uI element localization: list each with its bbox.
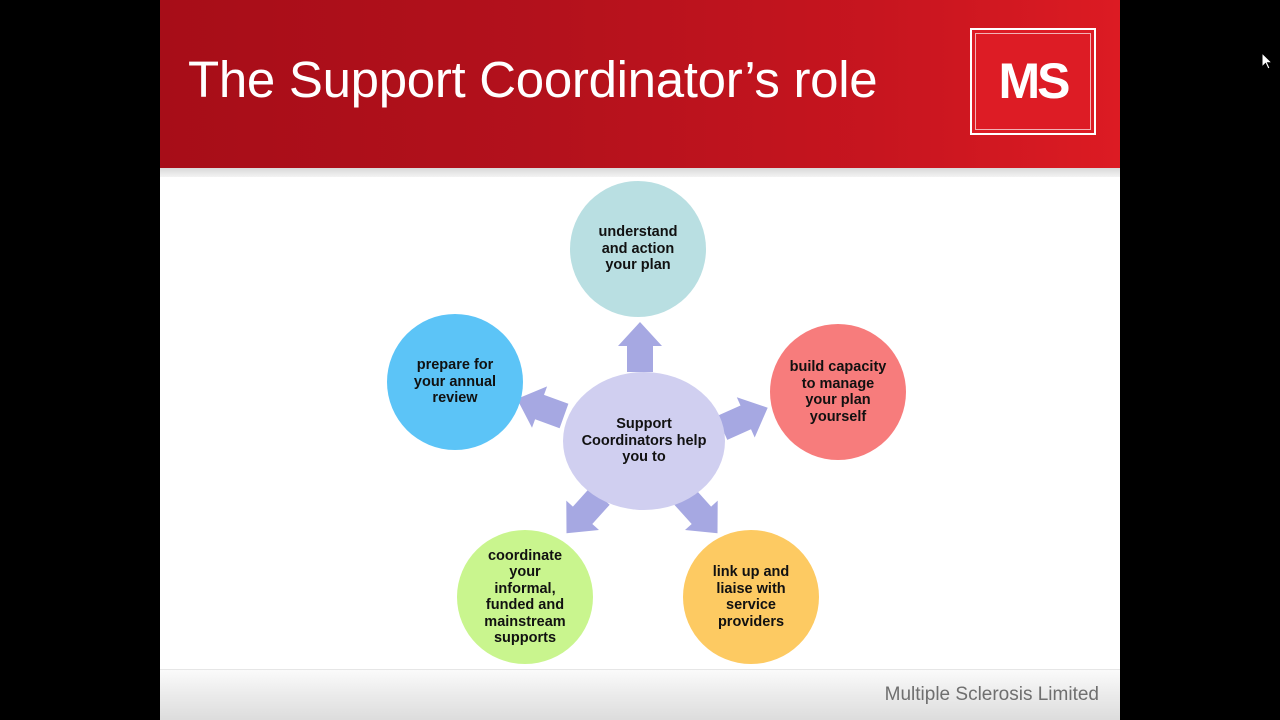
node-understand-plan: understand and action your plan: [570, 181, 706, 317]
arrows-layer: [517, 322, 768, 534]
node-label: build capacity to manage your plan yours…: [789, 359, 887, 425]
center-circle: Support Coordinators help you to: [563, 372, 725, 510]
header-divider: [160, 168, 1120, 177]
arrow-to-build: [716, 397, 768, 440]
ms-logo: MS: [970, 28, 1096, 135]
ms-logo-text: MS: [998, 53, 1071, 109]
node-label: link up and liaise with service provider…: [712, 564, 790, 630]
node-label: prepare for your annual review: [413, 357, 497, 407]
footer-organisation: Multiple Sclerosis Limited: [884, 684, 1099, 705]
arrow-to-understand: [618, 322, 662, 372]
slide-footer: Multiple Sclerosis Limited: [160, 669, 1120, 720]
center-circle-label: Support Coordinators help you to: [581, 416, 707, 466]
slide: The Support Coordinator’s role MS Suppor…: [160, 0, 1120, 720]
node-label: coordinate your informal, funded and mai…: [484, 547, 566, 647]
slide-header: The Support Coordinator’s role MS: [160, 0, 1120, 168]
node-coordinate-supports: coordinate your informal, funded and mai…: [457, 530, 593, 664]
node-build-capacity: build capacity to manage your plan yours…: [770, 324, 906, 460]
ms-logo-frame: [975, 33, 1091, 130]
arrow-to-prepare: [517, 386, 569, 429]
support-coordinator-diagram: Support Coordinators help you to underst…: [160, 0, 1120, 720]
node-prepare-review: prepare for your annual review: [387, 314, 523, 450]
node-link-up: link up and liaise with service provider…: [683, 530, 819, 664]
mouse-pointer-icon: [1261, 52, 1273, 70]
slide-title: The Support Coordinator’s role: [188, 51, 878, 108]
node-label: understand and action your plan: [598, 224, 678, 274]
